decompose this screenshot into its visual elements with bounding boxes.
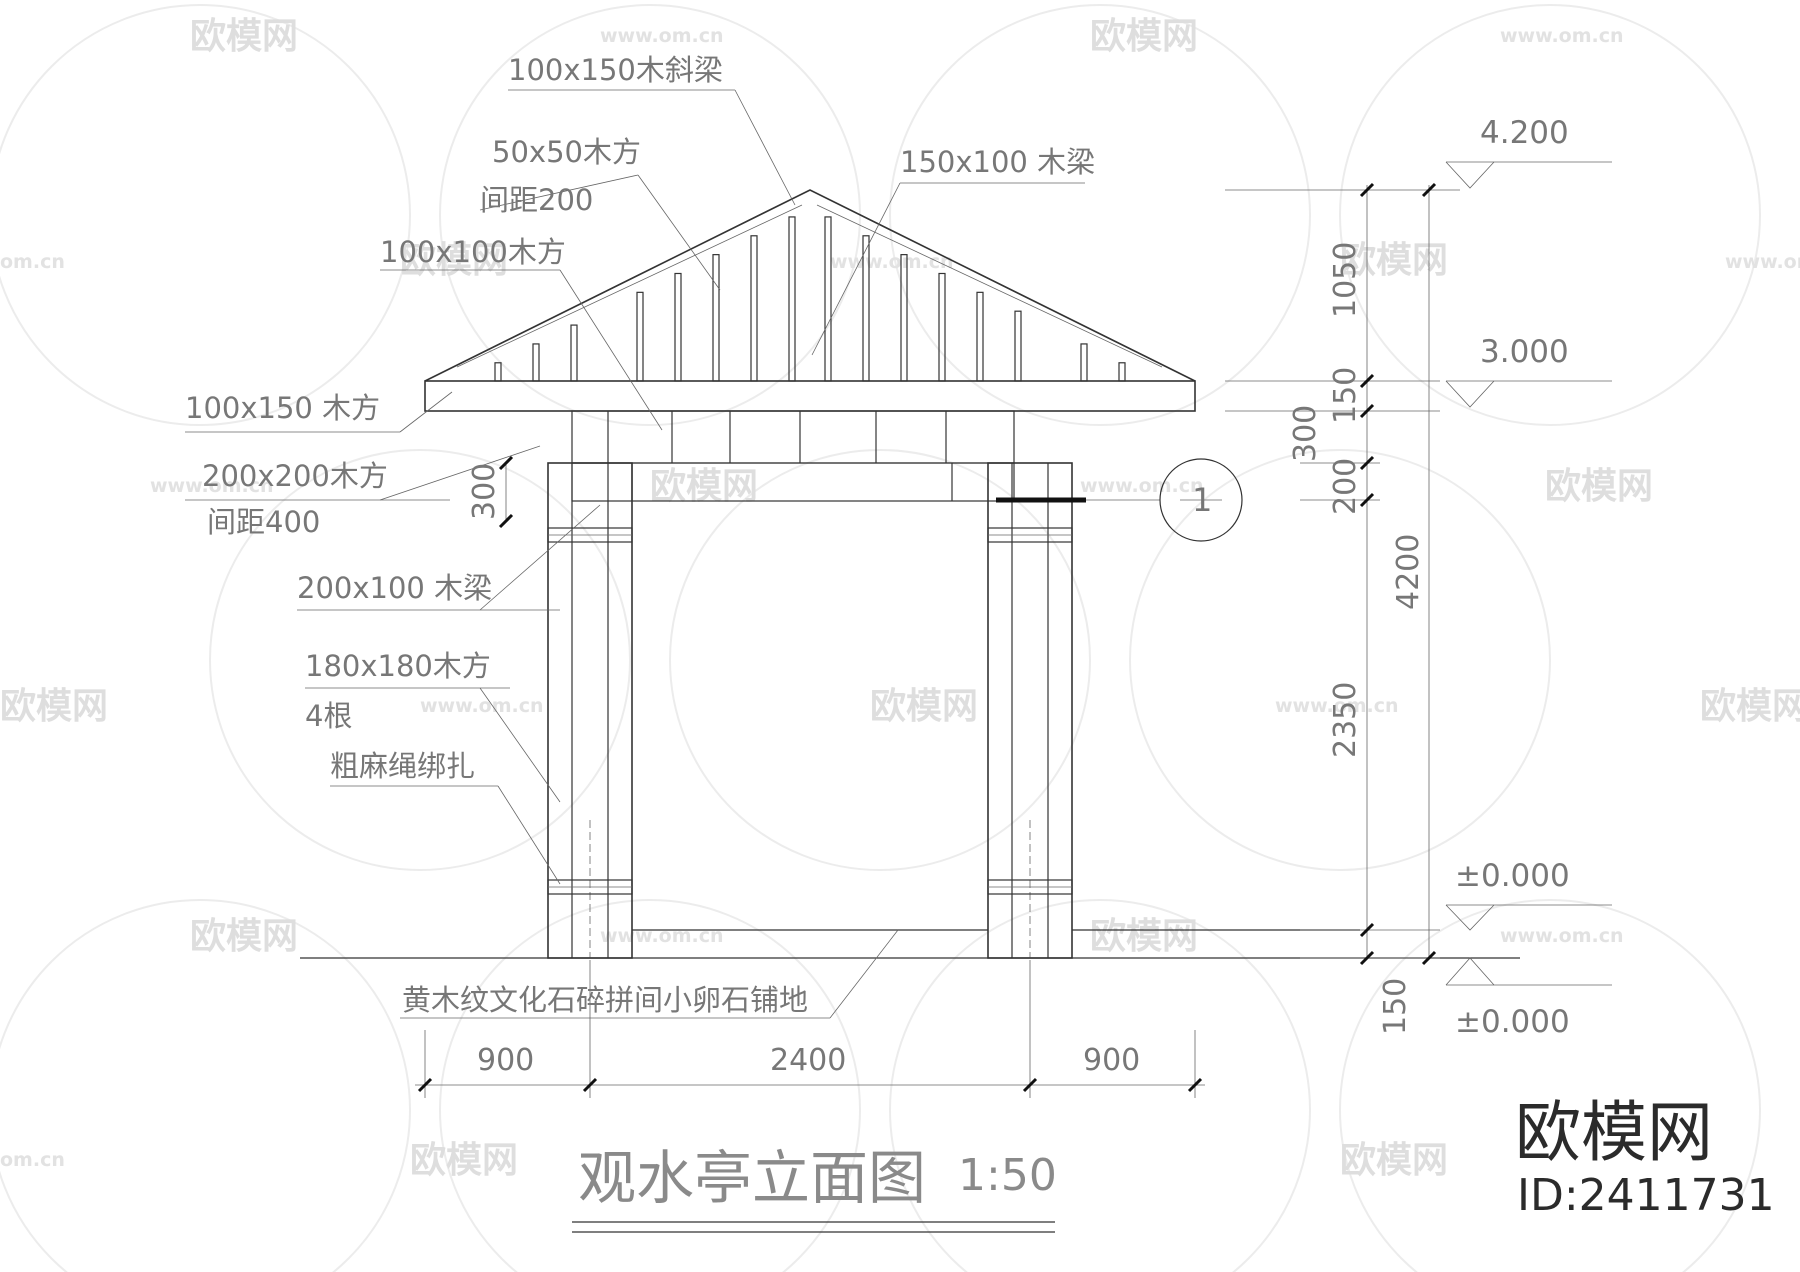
label-paving: 黄木纹文化石碎拼间小卵石铺地 (402, 983, 808, 1017)
roof-batten (788, 216, 796, 382)
roof-batten (1118, 362, 1126, 382)
level-4200: 4.200 (1480, 115, 1569, 151)
horizontal-dimensions (415, 960, 1205, 1098)
left-height-dim (498, 455, 514, 529)
dim-900-left: 900 (477, 1043, 534, 1078)
watermark-brand: 欧模网 (1340, 240, 1448, 281)
dim-2400: 2400 (770, 1043, 846, 1078)
watermark-url: www.om.cn (420, 695, 544, 717)
watermark-brand: 欧模网 (400, 240, 508, 281)
annotation-labels: 100x150木斜梁 50x50木方 间距200 150x100 木梁 100x… (185, 53, 1570, 1078)
roof-batten (938, 272, 946, 382)
dim-900-right: 900 (1083, 1043, 1140, 1078)
watermark-brand: 欧模网 (1090, 16, 1198, 57)
roof-batten (636, 291, 644, 382)
roof-batten (532, 343, 540, 382)
watermark-url: www.om.cn (1500, 25, 1624, 47)
brand-name: 欧模网 (1515, 1094, 1713, 1171)
label-timber-100x150: 100x150 木方 (185, 391, 380, 425)
watermark-url: www.om.cn (830, 251, 954, 273)
drawing-title: 观水亭立面图 1:50 (572, 1144, 1057, 1233)
watermark-url: www.om.cn (150, 475, 274, 497)
level-zero-lower: ±0.000 (1455, 1004, 1570, 1040)
watermark-brand-fragment: 欧模网 (0, 686, 108, 727)
watermark-url: www.om.cn (600, 925, 724, 947)
watermark-brand: 欧模网 (190, 916, 298, 957)
roof-batten (1014, 310, 1022, 382)
roof-batten (494, 362, 502, 382)
label-post-count: 4根 (305, 699, 352, 733)
label-batten-spacing: 间距200 (480, 183, 593, 217)
roof-batten (712, 254, 720, 382)
dim-300-left: 300 (467, 463, 502, 520)
watermark-url: www.om.cn (1275, 695, 1399, 717)
roof-batten (674, 272, 682, 382)
pavilion-structure (300, 189, 1520, 959)
roof-batten (862, 235, 870, 382)
label-diagonal-beam: 100x150木斜梁 (508, 53, 723, 87)
label-post-size: 180x180木方 (305, 649, 491, 683)
roof-batten (976, 291, 984, 382)
dim-1050: 1050 (1328, 242, 1363, 318)
roof-batten (900, 254, 908, 382)
label-beam-150: 150x100 木梁 (900, 145, 1095, 179)
dim-300-right: 300 (1288, 405, 1323, 462)
upper-beam (571, 410, 1015, 464)
watermark-brand: 欧模网 (870, 686, 978, 727)
roof-battens (494, 216, 1126, 382)
upper-beam-posts (607, 411, 947, 463)
dim-200: 200 (1328, 458, 1363, 515)
watermark-brand: 欧模网 (410, 1140, 518, 1181)
title-scale: 1:50 (958, 1150, 1057, 1201)
watermark-url: www.om.cn (1500, 925, 1624, 947)
watermark-brand: 欧模网 (190, 16, 298, 57)
roof-batten (750, 235, 758, 382)
roof-batten (1080, 343, 1088, 382)
eave-board (424, 380, 1196, 412)
dim-150-top: 150 (1328, 367, 1363, 424)
level-zero-upper: ±0.000 (1455, 858, 1570, 894)
label-section-number: 1 (1192, 481, 1212, 519)
label-timber-100: 100x100木方 (380, 235, 566, 269)
watermark-brand-fragment: 欧模网 (1700, 686, 1800, 727)
watermark-url: www.om.cn (1725, 251, 1800, 273)
watermark-url: www.om.cn (600, 25, 724, 47)
label-timber-200: 200x200木方 (202, 459, 388, 493)
label-batten-size: 50x50木方 (492, 135, 641, 169)
watermark-brand: 欧模网 (1340, 1140, 1448, 1181)
label-timber-200-spacing: 间距400 (207, 505, 320, 539)
brand-block: 欧模网 ID:2411731 (1515, 1094, 1775, 1221)
leader-lines (185, 89, 1085, 1019)
watermark-layer: 欧模网 欧模网 欧模网 欧模网 欧模网 欧模网 欧模网 欧模网 欧模网 欧模网 … (0, 4, 1800, 1272)
dim-4200: 4200 (1391, 534, 1426, 610)
watermark-brand: 欧模网 (1545, 466, 1653, 507)
watermark-url: www.om.cn (1080, 475, 1204, 497)
watermark-url-fragment: om.cn (0, 1149, 65, 1171)
dim-150-bottom: 150 (1378, 978, 1413, 1035)
vertical-dimensions (1225, 161, 1612, 986)
watermark-url-fragment: om.cn (0, 251, 65, 273)
level-3000: 3.000 (1480, 334, 1569, 370)
dim-2350: 2350 (1328, 682, 1363, 758)
roof-batten (824, 216, 832, 382)
label-post-lashing: 粗麻绳绑扎 (330, 749, 475, 783)
watermark-brand: 欧模网 (1090, 916, 1198, 957)
watermark-brand: 欧模网 (650, 466, 758, 507)
label-beam-200: 200x100 木梁 (297, 571, 492, 605)
brand-id: ID:2411731 (1517, 1170, 1775, 1221)
title-main: 观水亭立面图 (578, 1144, 926, 1212)
roof-batten (570, 324, 578, 382)
section-bubble (1159, 458, 1243, 542)
